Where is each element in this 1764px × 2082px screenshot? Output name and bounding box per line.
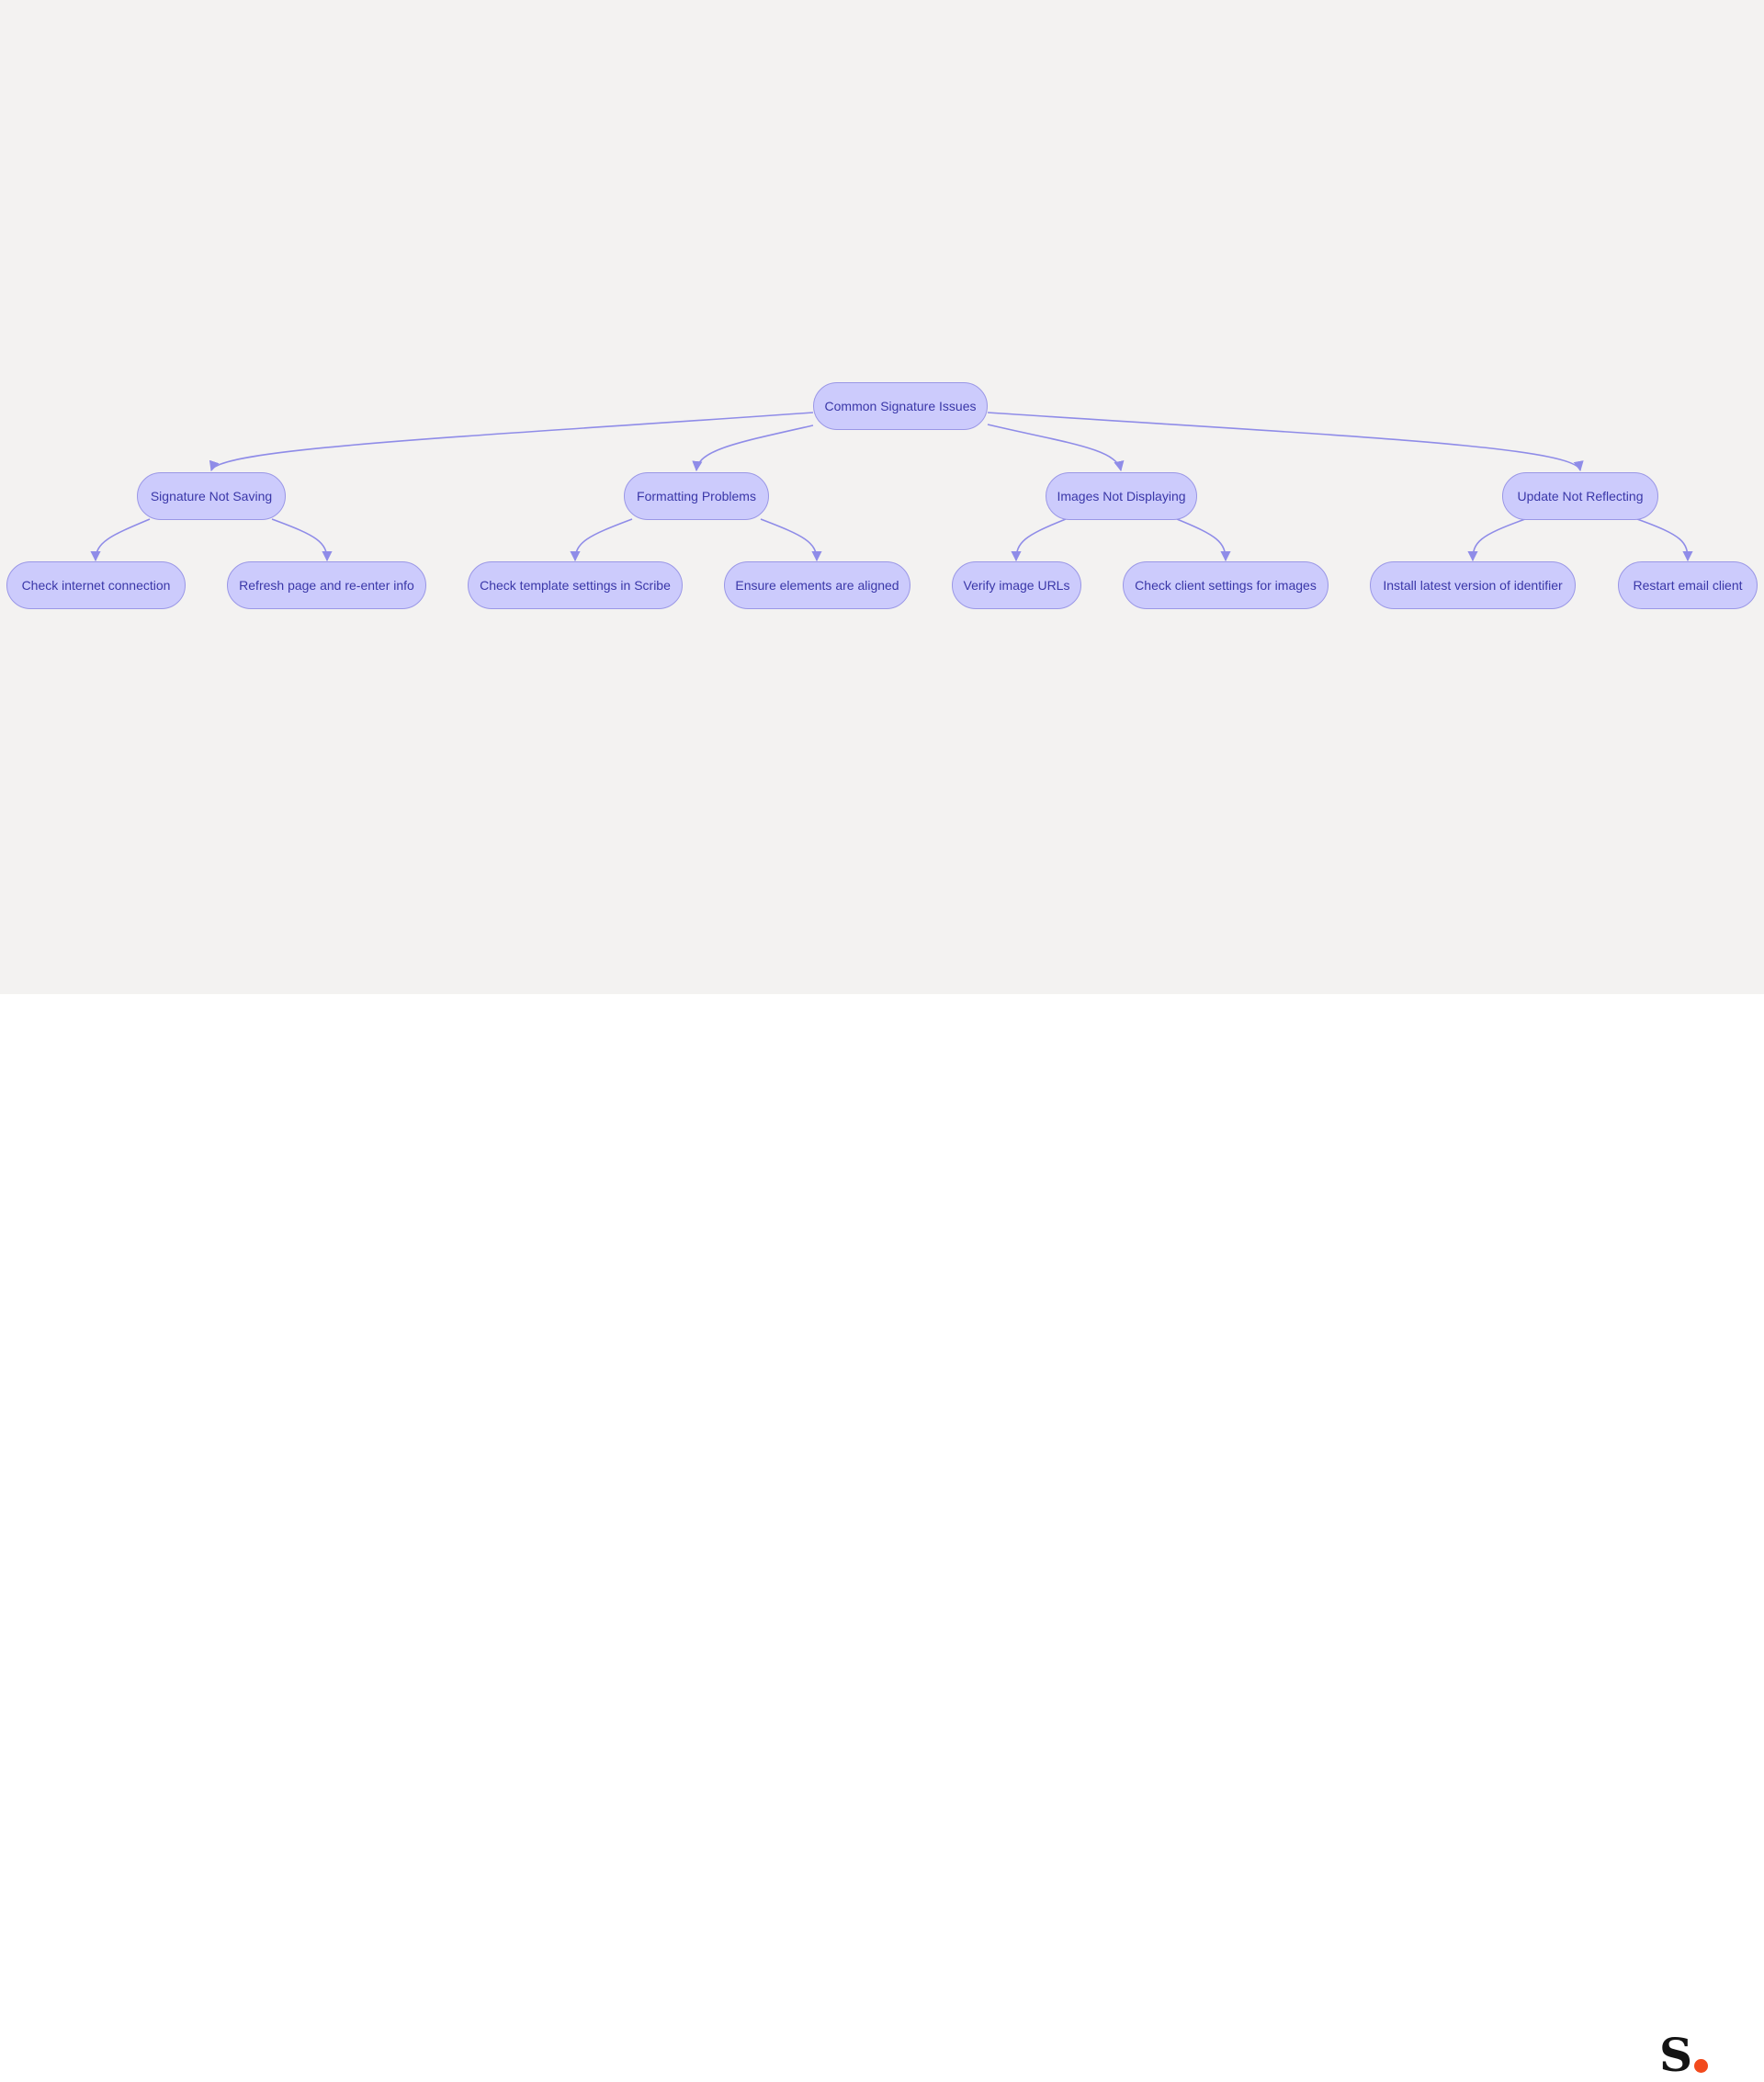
logo-dot-icon bbox=[1694, 2059, 1709, 2073]
logo-letter: S bbox=[1659, 2028, 1693, 2082]
leaf-node-restart-email-client[interactable]: Restart email client bbox=[1618, 561, 1758, 609]
diagram-edges bbox=[90, 412, 1693, 562]
leaf-node-refresh-page[interactable]: Refresh page and re-enter info bbox=[227, 561, 426, 609]
edge-update-restart-client bbox=[1636, 518, 1693, 562]
edge-update-install-latest bbox=[1467, 518, 1526, 562]
root-node[interactable]: Common Signature Issues bbox=[813, 382, 988, 430]
leaf-node-check-template-settings[interactable]: Check template settings in Scribe bbox=[468, 561, 683, 609]
leaf-node-verify-image-urls[interactable]: Verify image URLs bbox=[952, 561, 1081, 609]
edge-formatting-check-template bbox=[570, 518, 633, 562]
edge-root-formatting-problems bbox=[692, 424, 814, 472]
leaf-node-ensure-elements-aligned[interactable]: Ensure elements are aligned bbox=[724, 561, 910, 609]
branch-node-update-not-reflecting[interactable]: Update Not Reflecting bbox=[1502, 472, 1658, 520]
branch-node-signature-not-saving[interactable]: Signature Not Saving bbox=[137, 472, 286, 520]
edge-images-verify-urls bbox=[1011, 518, 1067, 562]
branch-node-images-not-displaying[interactable]: Images Not Displaying bbox=[1046, 472, 1197, 520]
edge-root-signature-not-saving bbox=[209, 412, 814, 472]
leaf-node-install-latest-version[interactable]: Install latest version of identifier bbox=[1370, 561, 1576, 609]
branch-node-formatting-problems[interactable]: Formatting Problems bbox=[624, 472, 769, 520]
footer: S bbox=[0, 994, 1764, 2078]
edge-root-update-not-reflecting bbox=[987, 412, 1584, 472]
edge-images-check-client-settings bbox=[1176, 518, 1231, 562]
edge-signature-not-saving-check-internet bbox=[90, 518, 151, 562]
scribe-logo-icon[interactable]: S bbox=[1659, 2028, 1709, 2082]
edge-signature-not-saving-refresh-page bbox=[271, 518, 333, 562]
edge-root-images-not-displaying bbox=[987, 424, 1125, 472]
diagram-canvas: Common Signature Issues Signature Not Sa… bbox=[0, 0, 1764, 994]
edge-formatting-ensure-aligned bbox=[760, 518, 822, 562]
leaf-node-check-internet-connection[interactable]: Check internet connection bbox=[6, 561, 186, 609]
leaf-node-check-client-settings[interactable]: Check client settings for images bbox=[1123, 561, 1329, 609]
